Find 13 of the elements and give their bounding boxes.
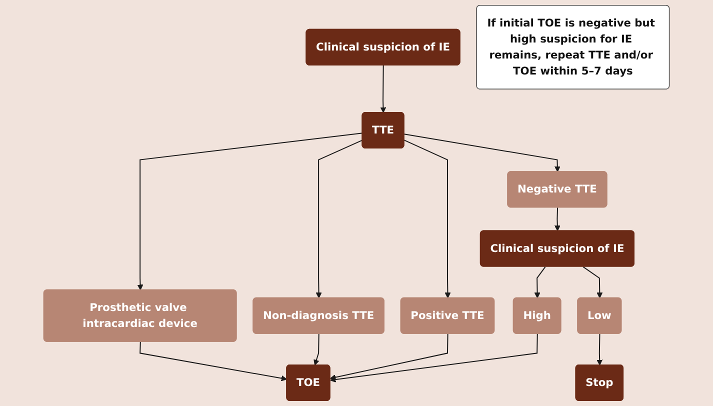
arrow — [554, 207, 560, 232]
arrow — [582, 266, 603, 298]
arrow — [314, 333, 320, 366]
arrow — [137, 132, 363, 290]
arrow — [330, 333, 538, 382]
arrow — [534, 266, 546, 298]
arrow — [330, 333, 448, 380]
arrow — [596, 333, 603, 366]
arrow — [404, 134, 560, 172]
arrow — [404, 140, 451, 298]
arrow — [140, 341, 288, 382]
arrow — [380, 64, 386, 113]
arrow — [316, 140, 363, 298]
